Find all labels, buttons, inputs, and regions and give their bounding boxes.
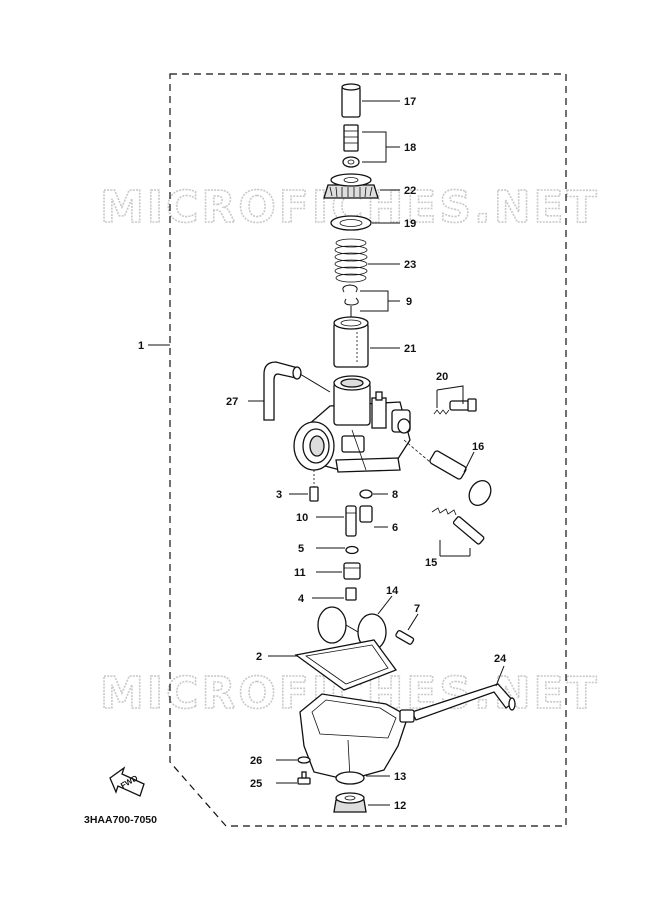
- svg-text:3: 3: [276, 489, 282, 501]
- svg-text:21: 21: [404, 343, 416, 355]
- svg-text:26: 26: [250, 755, 262, 767]
- svg-text:16: 16: [472, 441, 484, 453]
- part-5-washer[interactable]: 5: [298, 543, 359, 555]
- svg-text:24: 24: [494, 653, 507, 665]
- svg-text:5: 5: [298, 543, 304, 555]
- part-24-drain-hose[interactable]: 24: [411, 653, 516, 721]
- svg-text:12: 12: [394, 800, 406, 812]
- part-3-pilot-jet[interactable]: 3: [276, 470, 319, 502]
- part-17-cable-cap[interactable]: 17: [341, 83, 416, 118]
- callout-1[interactable]: 1: [138, 340, 170, 352]
- svg-text:2: 2: [256, 651, 262, 663]
- svg-text:23: 23: [404, 259, 416, 271]
- svg-text:13: 13: [394, 771, 406, 783]
- part-13-o-ring[interactable]: 13: [335, 771, 406, 785]
- svg-text:1: 1: [138, 340, 144, 352]
- part-6-jet-holder[interactable]: 6: [359, 505, 398, 534]
- part-15-throttle-stop-screw[interactable]: 15: [425, 507, 485, 569]
- part-21-throttle-valve[interactable]: 21: [333, 316, 416, 368]
- part-22-mixing-chamber-top[interactable]: 22: [323, 173, 416, 199]
- svg-text:7: 7: [414, 603, 420, 615]
- svg-text:19: 19: [404, 218, 416, 230]
- part-27-vent-hose[interactable]: 27: [226, 361, 302, 421]
- part-25-screw[interactable]: 25: [250, 771, 311, 790]
- fwd-arrow-icon: FWD: [109, 766, 145, 797]
- part-12-drain-plug[interactable]: 12: [333, 792, 406, 813]
- svg-text:4: 4: [298, 593, 305, 605]
- part-18-adjuster[interactable]: 18: [342, 124, 416, 168]
- part-11-main-jet-holder[interactable]: 11: [294, 562, 361, 580]
- svg-text:27: 27: [226, 396, 238, 408]
- part-7-float-pin[interactable]: 7: [395, 603, 420, 645]
- part-4-main-jet[interactable]: 4: [298, 587, 357, 605]
- part-23-throttle-spring[interactable]: 23: [334, 238, 416, 283]
- part-14-float[interactable]: 14: [317, 585, 399, 651]
- svg-text:8: 8: [392, 489, 398, 501]
- svg-text:9: 9: [406, 296, 412, 308]
- part-8-o-ring[interactable]: 8: [359, 489, 398, 501]
- svg-text:6: 6: [392, 522, 398, 534]
- diagram-code: 3HAA700-7050: [84, 814, 157, 826]
- carburetor-body: [293, 373, 411, 473]
- part-16-starter-plunger[interactable]: 16: [403, 439, 495, 509]
- svg-text:18: 18: [404, 142, 416, 154]
- part-20-pilot-screw[interactable]: 20: [433, 371, 477, 415]
- svg-text:20: 20: [436, 371, 448, 383]
- assembly-boundary: [169, 73, 567, 827]
- svg-text:10: 10: [296, 512, 308, 524]
- part-9-needle-clip[interactable]: 9: [342, 284, 412, 320]
- part-2-float-chamber-gasket[interactable]: 2: [256, 639, 398, 691]
- svg-text:15: 15: [425, 557, 437, 569]
- svg-text:14: 14: [386, 585, 399, 597]
- part-26-washer[interactable]: 26: [250, 755, 311, 767]
- part-19-gasket[interactable]: 19: [330, 215, 416, 231]
- svg-text:11: 11: [294, 567, 306, 579]
- svg-text:17: 17: [404, 96, 416, 108]
- svg-text:22: 22: [404, 185, 416, 197]
- part-10-needle-jet[interactable]: 10: [296, 505, 357, 537]
- svg-text:25: 25: [250, 778, 262, 790]
